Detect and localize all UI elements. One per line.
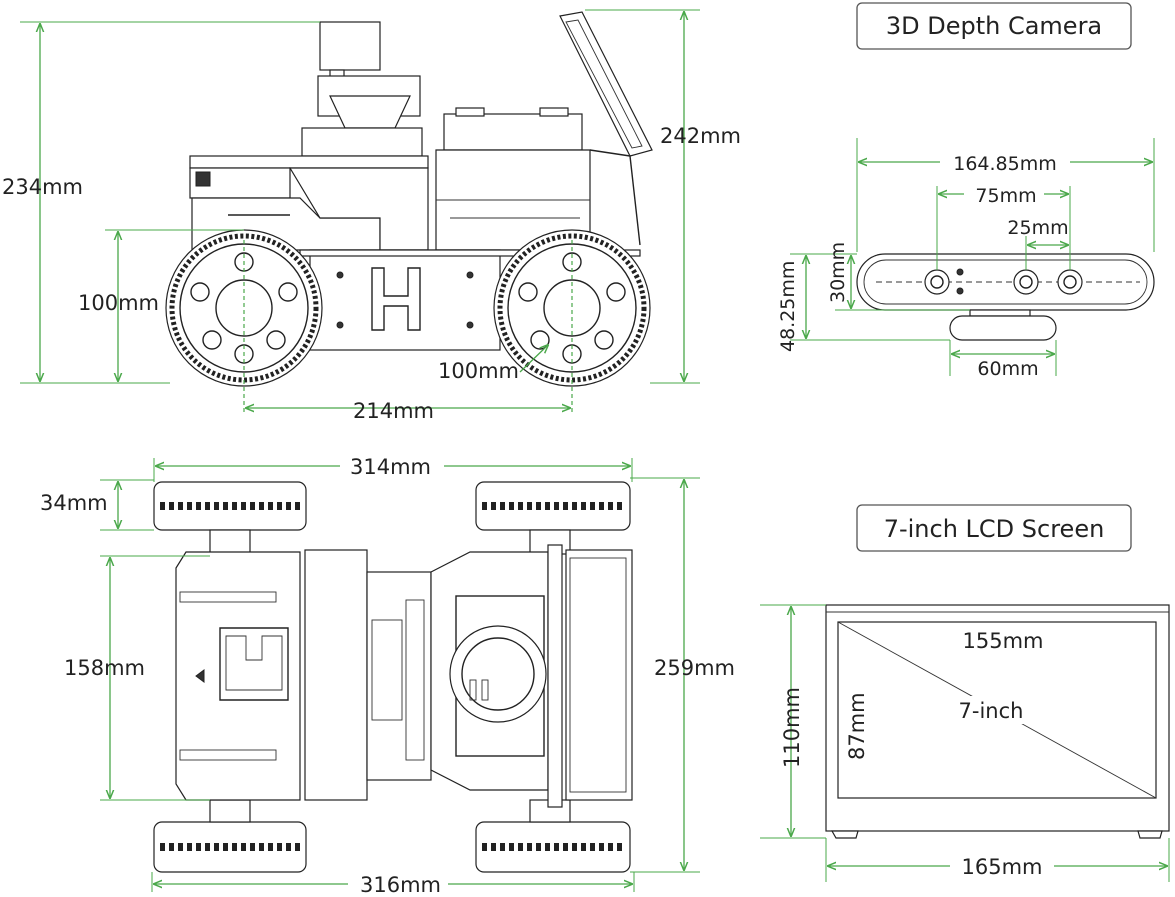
dim-lcd-total-height: 110mm (780, 687, 804, 768)
dim-lcd-diagonal: 7-inch (959, 699, 1024, 723)
top-wheel-rear-right (475, 821, 631, 873)
dim-total-width: 259mm (654, 656, 735, 680)
top-view (100, 458, 700, 892)
dim-lcd-total-width: 165mm (962, 855, 1043, 879)
dim-camera-lens-gap: 25mm (1007, 217, 1068, 239)
dim-wheelbase: 214mm (353, 399, 434, 423)
side-view (20, 9, 700, 412)
dim-wheel-diameter-right: 100mm (438, 359, 519, 383)
top-wheel-front-right (475, 481, 631, 531)
dim-body-width: 158mm (64, 656, 145, 680)
dim-camera-body-height: 30mm (827, 242, 849, 303)
dim-camera-total-height: 48.25mm (777, 261, 799, 352)
dim-camera-lens-span: 75mm (975, 185, 1036, 207)
camera-drawing (790, 138, 1155, 376)
dim-wheel-width: 34mm (40, 491, 108, 515)
dim-side-total-height: 242mm (660, 124, 741, 148)
lcd-title-box (856, 504, 1132, 552)
dim-top-length: 314mm (350, 455, 431, 479)
dim-lcd-screen-height: 87mm (845, 692, 869, 760)
top-wheel-rear-left (153, 821, 307, 873)
dim-camera-width: 164.85mm (953, 153, 1057, 175)
top-wheel-front-left (153, 481, 307, 531)
camera-title: 3D Depth Camera (886, 12, 1102, 40)
dim-side-height: 234mm (2, 175, 83, 199)
dim-bottom-length: 316mm (360, 873, 441, 897)
dim-lcd-screen-width: 155mm (963, 629, 1044, 653)
dim-camera-base-width: 60mm (977, 358, 1038, 380)
camera-title-box (856, 2, 1132, 50)
dim-wheel-diameter-left: 100mm (78, 291, 159, 315)
lcd-title: 7-inch LCD Screen (884, 515, 1105, 543)
